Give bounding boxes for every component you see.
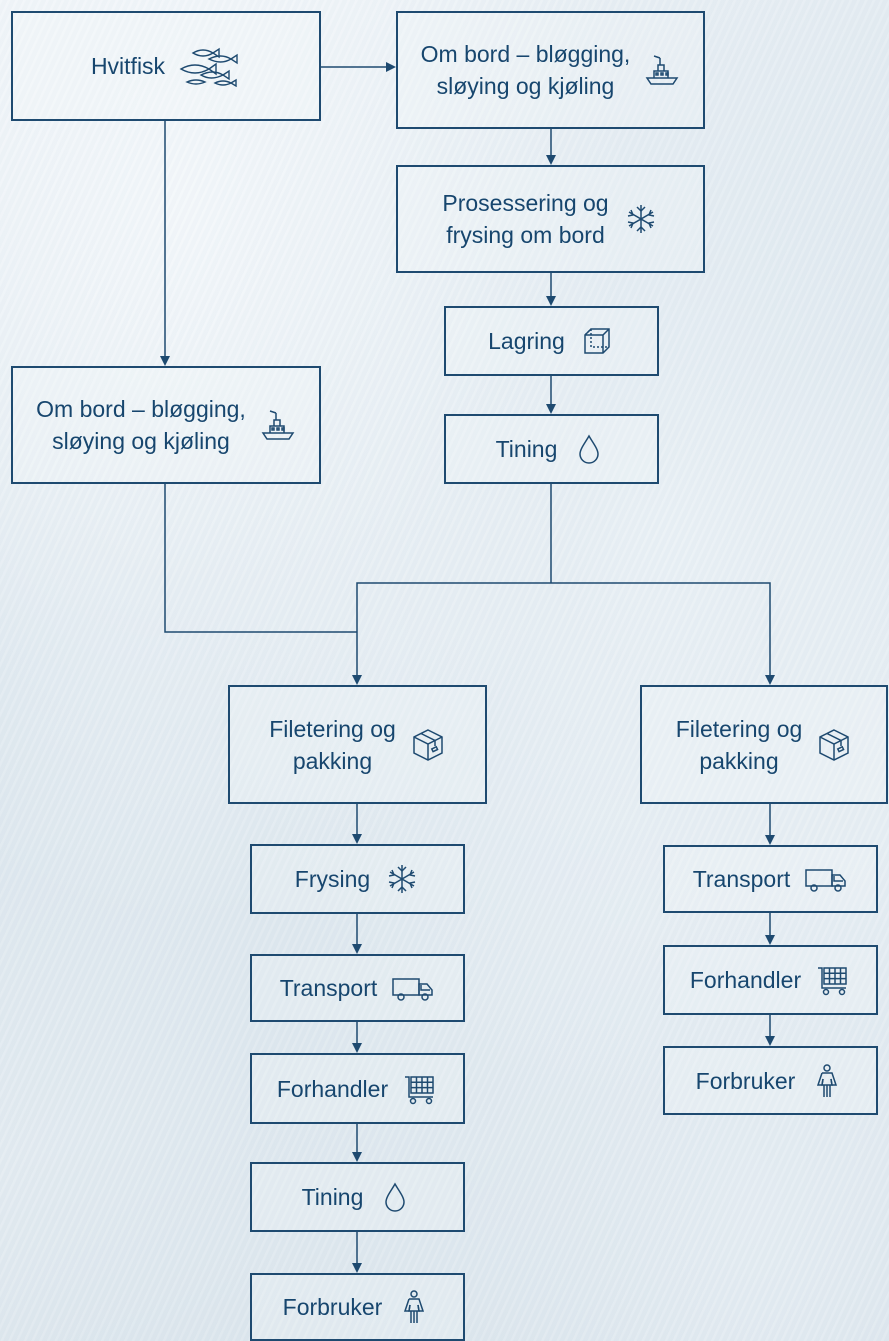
- node-ombord-top: Om bord – bløgging, sløying og kjøling: [396, 11, 705, 129]
- truck-icon: [804, 861, 848, 897]
- node-label: Transport: [279, 975, 378, 1001]
- node-ombord-left: Om bord – bløgging, sløying og kjøling: [11, 366, 321, 484]
- node-label: Forhandler: [276, 1075, 389, 1102]
- fish-icon: [179, 45, 241, 87]
- package-icon: [816, 727, 852, 763]
- node-transport-right: Transport: [663, 845, 878, 913]
- person-icon: [809, 1063, 845, 1099]
- node-forbruker-left: Forbruker: [250, 1273, 465, 1341]
- node-label: Forbruker: [695, 1067, 796, 1094]
- node-label: Filetering og pakking: [675, 715, 803, 774]
- node-label: Prosessering og frysing om bord: [442, 190, 609, 248]
- node-label: Hvitfisk: [90, 53, 166, 79]
- snowflake-icon: [384, 861, 420, 897]
- node-label: Tining: [301, 1184, 364, 1210]
- cart-icon: [815, 962, 851, 998]
- connector-split-right: [551, 582, 775, 685]
- connector-split-left: [352, 582, 551, 685]
- person-icon: [396, 1289, 432, 1325]
- node-forhandler-left: Forhandler: [250, 1053, 465, 1124]
- connector-ombord-left-to-merge: [164, 484, 357, 633]
- droplet-icon: [377, 1179, 413, 1215]
- truck-icon: [391, 970, 435, 1006]
- snowflake-icon: [623, 201, 659, 237]
- node-filetering-right: Filetering og pakking: [640, 685, 888, 804]
- node-filetering-left: Filetering og pakking: [228, 685, 487, 804]
- node-label: Om bord – bløgging, sløying og kjøling: [420, 41, 631, 99]
- node-label: Filetering og pakking: [269, 715, 396, 774]
- node-label: Transport: [692, 866, 791, 892]
- node-forbruker-right: Forbruker: [663, 1046, 878, 1115]
- ship-icon: [644, 52, 680, 88]
- package-icon: [410, 727, 446, 763]
- node-label: Forbruker: [282, 1294, 383, 1320]
- node-hvitfisk: Hvitfisk: [11, 11, 321, 121]
- node-prosessering: Prosessering og frysing om bord: [396, 165, 705, 273]
- node-transport-left: Transport: [250, 954, 465, 1022]
- node-lagring: Lagring: [444, 306, 659, 376]
- node-label: Om bord – bløgging, sløying og kjøling: [36, 396, 246, 454]
- node-tining-bottom: Tining: [250, 1162, 465, 1232]
- cart-icon: [402, 1071, 438, 1107]
- node-tining-top: Tining: [444, 414, 659, 484]
- node-forhandler-right: Forhandler: [663, 945, 878, 1015]
- box-icon: [579, 323, 615, 359]
- node-label: Forhandler: [689, 967, 802, 993]
- ship-icon: [260, 407, 296, 443]
- droplet-icon: [571, 431, 607, 467]
- node-frysing: Frysing: [250, 844, 465, 914]
- node-label: Lagring: [488, 328, 565, 354]
- node-label: Tining: [495, 436, 558, 462]
- node-label: Frysing: [294, 866, 371, 892]
